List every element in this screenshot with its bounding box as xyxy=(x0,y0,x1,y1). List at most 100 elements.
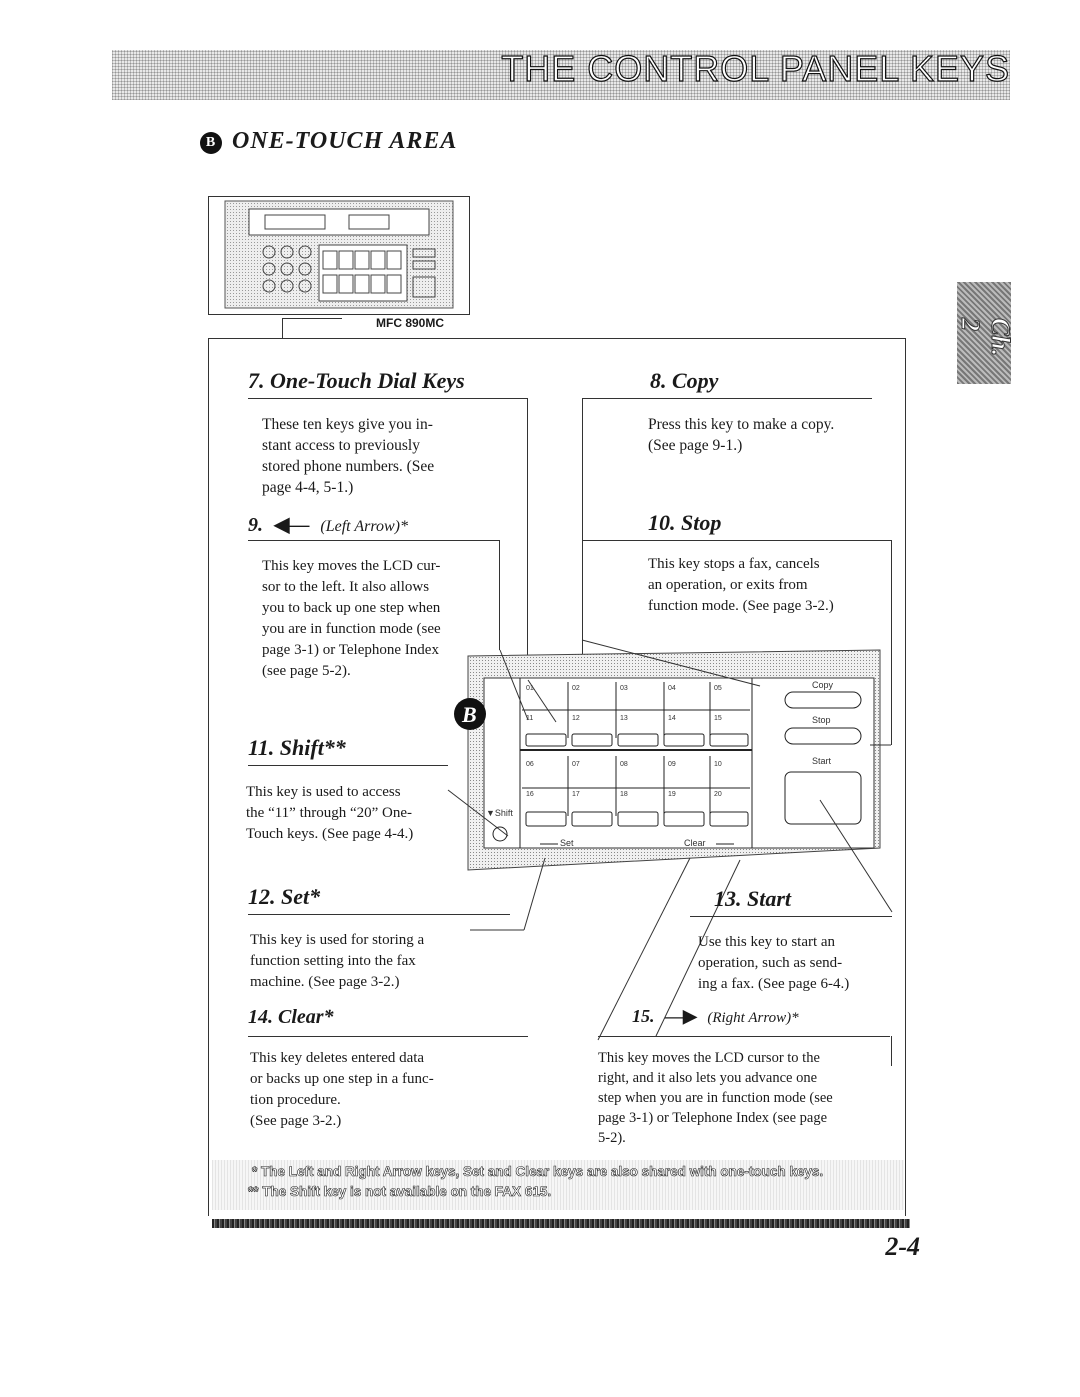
text-line: tion procedure. xyxy=(250,1092,341,1108)
key-label: 01 xyxy=(526,685,534,692)
key-label: 10 xyxy=(714,761,722,768)
text-line: operation, such as send- xyxy=(698,955,843,971)
item-copy-rule xyxy=(582,398,872,399)
key-label: 18 xyxy=(620,791,628,798)
shift-key-label: ▼Shift xyxy=(486,808,513,818)
item-copy-rule-v xyxy=(582,398,583,688)
text-line: page 3-1) or Telephone Index (see page xyxy=(598,1110,828,1126)
text-line: (See page 3-2.) xyxy=(250,1113,342,1129)
model-label: MFC 890MC xyxy=(376,316,445,330)
key-label: 11 xyxy=(526,715,533,722)
bottom-rule xyxy=(212,1219,910,1228)
notes-box xyxy=(212,1160,904,1210)
text-line: stored phone numbers. (See xyxy=(262,458,435,475)
text-line: you are in function mode (see xyxy=(262,621,441,637)
text-line: Use this key to start an xyxy=(698,934,836,950)
item-one-touch-title: 7. One-Touch Dial Keys xyxy=(248,368,465,393)
item-clear-title: 14. Clear* xyxy=(248,1006,334,1028)
start-key-label: Start xyxy=(812,756,832,766)
key-label: 05 xyxy=(714,685,722,692)
text-line: or backs up one step in a func- xyxy=(250,1071,434,1087)
text-line: This key is used to access xyxy=(246,784,401,800)
item-start-rule xyxy=(690,916,892,917)
header-banner xyxy=(112,50,1010,100)
text-line: the “11” through “20” One- xyxy=(246,805,413,821)
device-thumbnail-drawing xyxy=(224,200,454,309)
set-key-label: Set xyxy=(560,838,574,848)
item-one-touch-rule xyxy=(248,398,528,399)
note-shift-availability: ** The Shift key is not available on the… xyxy=(248,1184,552,1200)
chapter-tab: Ch. 2 xyxy=(956,282,1016,384)
text-line: ing a fax. (See page 6-4.) xyxy=(698,976,850,992)
item-one-touch-rule-v xyxy=(527,398,528,678)
item-left-arrow-rule-v xyxy=(499,540,500,650)
item-right-arrow-title: 15. —▶ (Right Arrow)* xyxy=(632,1006,799,1027)
key-label: 08 xyxy=(620,761,628,768)
item-right-arrow-label: (Right Arrow)* xyxy=(707,1010,799,1026)
item-left-arrow-title: 9. ◀— (Left Arrow)* xyxy=(248,512,408,537)
stop-key-label: Stop xyxy=(812,715,831,725)
text-line: This key deletes entered data xyxy=(250,1050,425,1066)
item-right-arrow-rule xyxy=(598,1036,890,1037)
text-line: you to back up one step when xyxy=(262,600,441,616)
text-line: This key moves the LCD cursor to the xyxy=(598,1050,820,1066)
left-arrow-icon: ◀— xyxy=(274,514,310,536)
text-line: machine. (See page 3-2.) xyxy=(250,974,400,990)
text-line: (see page 5-2). xyxy=(262,663,351,679)
text-line: step when you are in function mode (see xyxy=(598,1090,833,1106)
section-title-text: ONE-TOUCH AREA xyxy=(232,128,458,154)
key-label: 13 xyxy=(620,715,628,722)
text-line: (See page 9-1.) xyxy=(648,437,743,454)
key-label: 09 xyxy=(668,761,676,768)
key-label: 17 xyxy=(572,791,580,798)
key-label: 14 xyxy=(668,715,676,722)
item-right-arrow-number: 15. xyxy=(632,1006,655,1026)
item-stop-text: This key stops a fax, cancels an operati… xyxy=(648,554,888,617)
key-label: 15 xyxy=(714,715,722,722)
text-line: page 4-4, 5-1.) xyxy=(262,479,354,496)
text-line: This key stops a fax, cancels xyxy=(648,556,820,572)
page-number: 2-4 xyxy=(885,1232,920,1261)
item-set-text: This key is used for storing a function … xyxy=(250,930,500,993)
item-stop-rule-v xyxy=(891,540,892,745)
text-line: This key is used for storing a xyxy=(250,932,425,948)
item-clear-rule xyxy=(248,1036,528,1037)
note-shared-keys: * The Left and Right Arrow keys, Set and… xyxy=(252,1164,824,1180)
item-stop-rule xyxy=(582,540,892,541)
text-line: 5-2). xyxy=(598,1130,626,1146)
page-header-title: THE CONTROL PANEL KEYS xyxy=(501,47,1010,89)
key-label: 04 xyxy=(668,685,676,692)
content-frame-right xyxy=(905,338,906,1216)
item-start-title: 13. Start xyxy=(714,886,792,911)
text-line: an operation, or exits from xyxy=(648,577,808,593)
right-arrow-icon: —▶ xyxy=(665,1006,697,1026)
panel-badge: B xyxy=(461,702,477,727)
text-line: sor to the left. It also allows xyxy=(262,579,430,595)
item-left-arrow-rule xyxy=(248,540,500,541)
item-left-arrow-number: 9. xyxy=(248,514,263,536)
model-pointer-line-v xyxy=(282,318,283,338)
clear-key-label: Clear xyxy=(684,838,706,848)
item-copy-title: 8. Copy xyxy=(650,368,719,393)
text-line: Press this key to make a copy. xyxy=(648,416,835,433)
item-right-arrow-rule-v xyxy=(891,1036,892,1066)
content-frame-left xyxy=(208,338,209,1216)
text-line: right, and it also lets you advance one xyxy=(598,1070,818,1086)
item-set-rule xyxy=(248,914,510,915)
section-badge: B xyxy=(200,132,222,154)
item-start-text: Use this key to start an operation, such… xyxy=(698,932,898,995)
item-clear-text: This key deletes entered data or backs u… xyxy=(250,1048,500,1132)
item-set-title: 12. Set* xyxy=(248,884,321,909)
text-line: function mode. (See page 3-2.) xyxy=(648,598,834,614)
key-label: 02 xyxy=(572,685,580,692)
key-label: 16 xyxy=(526,791,534,798)
content-frame xyxy=(208,338,906,339)
item-shift-title: 11. Shift** xyxy=(248,735,346,760)
text-line: These ten keys give you in- xyxy=(262,416,433,433)
item-left-arrow-text: This key moves the LCD cur- sor to the l… xyxy=(262,556,494,682)
text-line: function setting into the fax xyxy=(250,953,416,969)
item-shift-text: This key is used to access the “11” thro… xyxy=(246,782,466,845)
key-label: 07 xyxy=(572,761,580,768)
item-stop-title: 10. Stop xyxy=(648,510,722,535)
